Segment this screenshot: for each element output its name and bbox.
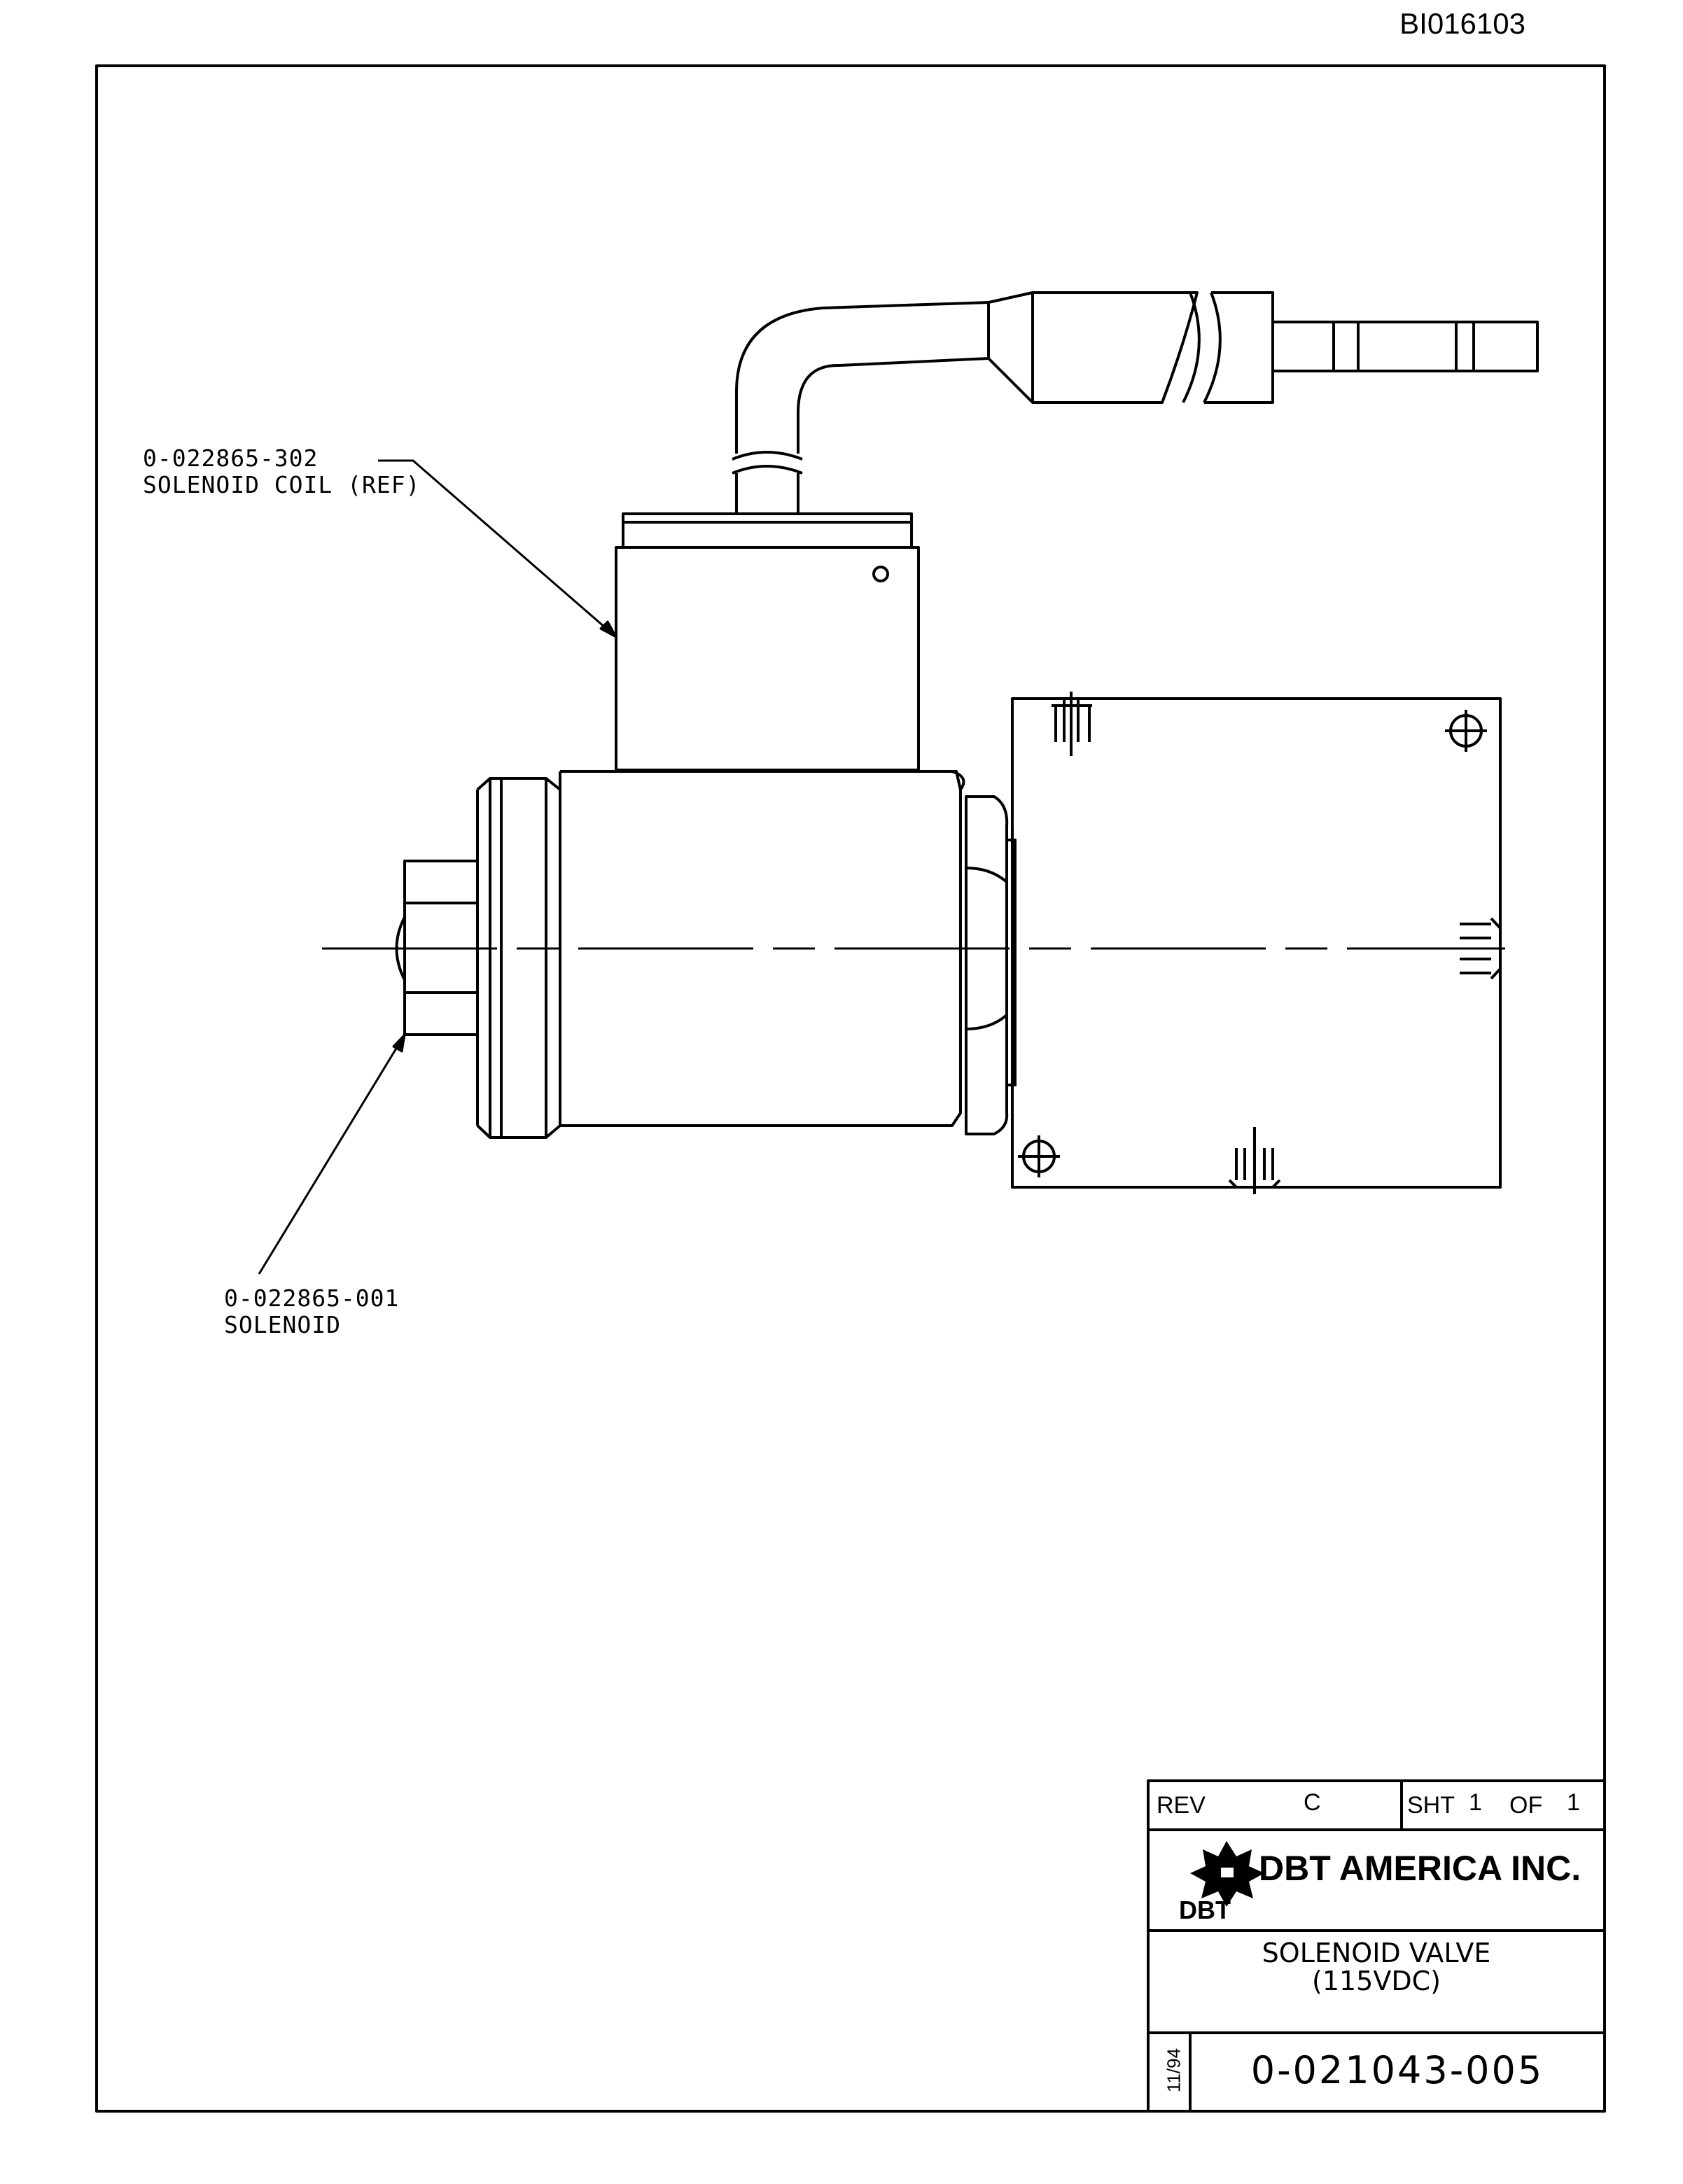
drawing-title-line1: SOLENOID VALVE [1262,1938,1491,1968]
sheet-label: SHT [1407,1792,1455,1819]
sheet-number: 1 [1469,1789,1482,1816]
rev-value: C [1304,1789,1321,1816]
sheet-total: 1 [1567,1789,1580,1816]
dbt-logo-mark [1190,1841,1264,1907]
callout-coil-description: SOLENOID COIL (REF) [143,471,421,498]
solenoid-coil-body [615,512,920,771]
drawing-number: 0-021043-005 [1250,2048,1544,2092]
solenoid-main-body [395,770,1017,1139]
callout-coil: 0-022865-302 SOLENOID COIL (REF) [143,445,421,498]
drawing-border [95,64,1606,2113]
drawing-date: 11/94 [1163,2047,1185,2093]
logo-text: DBT [1179,1896,1231,1924]
rev-label: REV [1157,1792,1206,1819]
callout-solenoid: 0-022865-001 SOLENOID [224,1285,399,1338]
of-label: OF [1509,1792,1543,1819]
leader-coil [378,459,617,638]
callout-solenoid-part-number: 0-022865-001 [224,1284,400,1312]
drawing-title-line2: (115VDC) [1312,1966,1441,1996]
drawing-title: SOLENOID VALVE (115VDC) [1148,1939,1605,1995]
manifold-block [1011,692,1502,1194]
solenoid-cable [732,291,1539,514]
company-name: DBT AMERICA INC. [1259,1849,1581,1888]
callout-solenoid-description: SOLENOID [224,1311,341,1338]
document-id: BI016103 [1399,7,1525,40]
leader-solenoid [258,1033,406,1275]
title-block-frame [1147,1779,1606,2113]
callout-coil-part-number: 0-022865-302 [143,444,319,472]
